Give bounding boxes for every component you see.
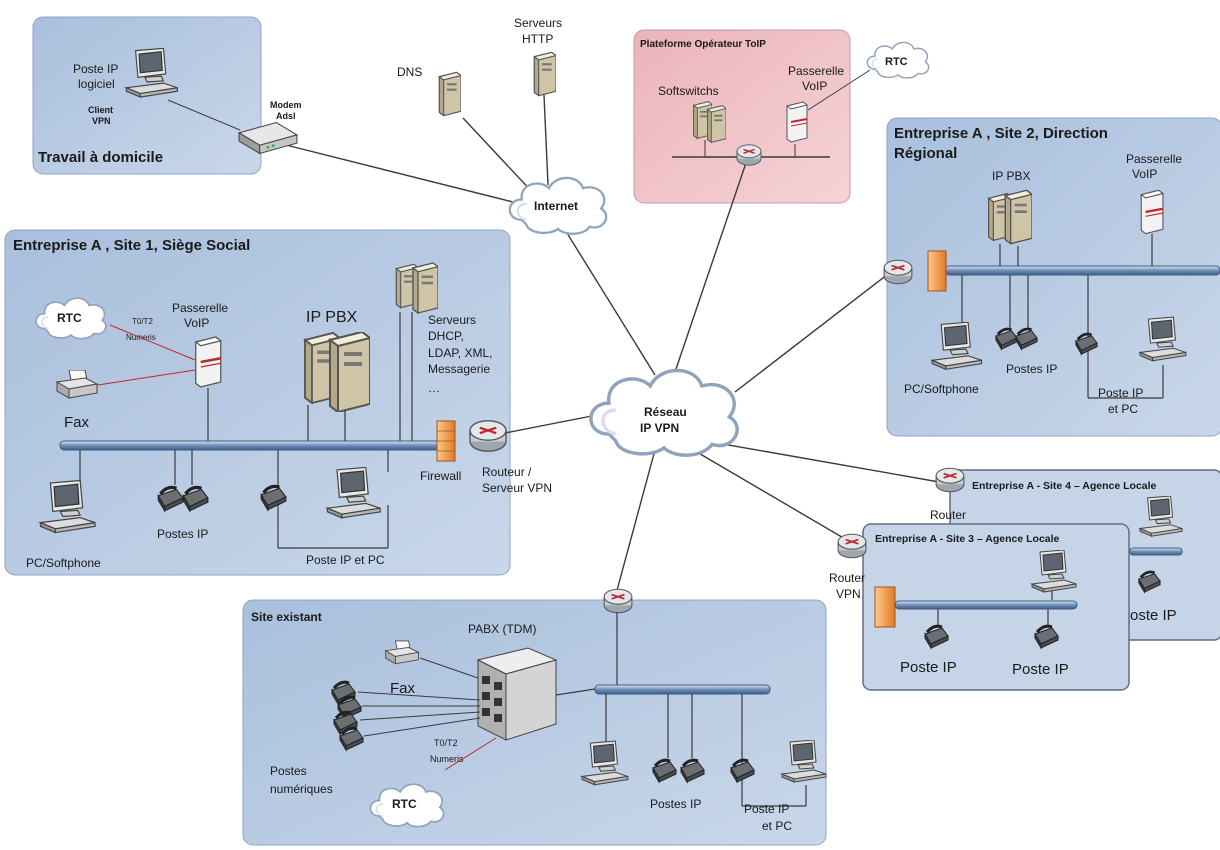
svg-text:Messagerie: Messagerie <box>428 362 490 376</box>
home-link <box>167 99 241 131</box>
site2-ippbx-icon-2 <box>1004 189 1032 245</box>
site3-title: Entreprise A - Site 3 – Agence Locale <box>875 533 1060 545</box>
site2-phones-label: Postes IP <box>1006 362 1057 376</box>
site1-t0-label-1: T0/T2 <box>132 317 153 326</box>
site2-pc-label: PC/Softphone <box>904 382 979 396</box>
site4-phone-label: oste IP <box>1130 607 1177 624</box>
home-pc-label-2: logiciel <box>78 77 115 91</box>
site2-gw-label-1: Passerelle <box>1126 152 1182 166</box>
site4-router-icon <box>935 467 965 493</box>
site3-phone-label-1: Poste IP <box>900 659 957 676</box>
digital-phones-label-1: Postes <box>270 764 307 778</box>
http-server-icon <box>533 51 556 97</box>
site2-ippbx-label: IP PBX <box>992 169 1030 183</box>
site1-router-label-2: Serveur VPN <box>482 481 552 495</box>
svg-text:LDAP, XML,: LDAP, XML, <box>428 346 492 360</box>
site1-phone-pc-label: Poste IP et PC <box>306 553 385 567</box>
zone-site1 <box>4 229 511 576</box>
pabx-icon <box>476 647 558 741</box>
site2-gw-label-2: VoIP <box>1132 167 1157 181</box>
site3-firewall-icon <box>874 586 896 628</box>
existing-drops <box>605 694 807 807</box>
operator-gw-label-1: Passerelle <box>788 64 844 78</box>
site2-title-2: Régional <box>894 145 957 162</box>
site4-title: Entreprise A - Site 4 – Agence Locale <box>972 480 1157 492</box>
site1-lan-bus <box>59 440 441 451</box>
existing-phones-label: Postes IP <box>650 797 701 811</box>
site2-gateway-icon <box>1140 190 1164 234</box>
operator-router-icon <box>736 144 762 166</box>
site1-firewall-label: Firewall <box>420 469 461 483</box>
site3-router-icon <box>837 533 867 559</box>
site3-phone-label-2: Poste IP <box>1012 661 1069 678</box>
site1-rtc-link <box>109 324 196 361</box>
site2-drops <box>961 234 1164 399</box>
softswitch-icon-2 <box>707 105 726 143</box>
site3-drops <box>937 590 1053 625</box>
site1-title: Entreprise A , Site 1, Siège Social <box>13 237 250 254</box>
vpn-label-1: Réseau <box>644 405 687 419</box>
site3-router-label-2: VPN <box>836 587 861 601</box>
site1-gateway-icon <box>194 336 222 388</box>
site1-servers-label: Serveurs DHCP, LDAP, XML, Messagerie … <box>428 313 492 395</box>
http-label-1: Serveurs <box>514 16 562 30</box>
digital-phones-label-2: numériques <box>270 782 333 796</box>
site1-gw-label-2: VoIP <box>184 316 209 330</box>
site1-gw-label-1: Passerelle <box>172 301 228 315</box>
svg-text:DHCP,: DHCP, <box>428 329 464 343</box>
existing-lan-bus <box>594 684 771 695</box>
dns-server-icon <box>438 71 461 117</box>
wan-links <box>277 94 946 595</box>
home-zone-title: Travail à domicile <box>38 149 163 166</box>
site2-phone-pc-label-1: Poste IP <box>1098 386 1143 400</box>
zone-operator <box>633 29 851 204</box>
modem-label-2: Adsl <box>276 111 296 121</box>
internet-label: Internet <box>534 199 578 213</box>
client-vpn-label-1: Client <box>88 105 113 115</box>
existing-router-icon <box>603 588 633 614</box>
site2-phone-pc-label-2: et PC <box>1108 402 1138 416</box>
existing-phone-pc-label-2: et PC <box>762 819 792 833</box>
site1-server-icon-2 <box>412 262 438 314</box>
site1-drops <box>79 312 413 549</box>
site1-router-label-1: Routeur / <box>482 465 532 479</box>
existing-phone-pc-label-1: Poste IP <box>744 802 789 816</box>
site1-pc-label: PC/Softphone <box>26 556 101 570</box>
site3-lan-bus <box>894 600 1078 610</box>
pabx-label: PABX (TDM) <box>468 622 536 636</box>
existing-title: Site existant <box>251 610 322 624</box>
modem-label-1: Modem <box>270 100 302 110</box>
operator-gateway-icon <box>785 100 808 144</box>
http-label-2: HTTP <box>522 32 553 46</box>
existing-rtc-label: RTC <box>392 797 417 811</box>
site3-router-label-1: Router <box>829 571 865 585</box>
existing-fax-label: Fax <box>390 680 416 697</box>
operator-rtc-label: RTC <box>885 56 908 68</box>
site2-firewall-icon <box>927 250 947 292</box>
svg-text:Serveurs: Serveurs <box>428 313 476 327</box>
site1-router-icon <box>468 419 508 453</box>
site2-lan-bus <box>944 265 1220 276</box>
vpn-label-2: IP VPN <box>640 421 679 435</box>
existing-t0-label-2: Numeris <box>430 754 464 764</box>
existing-t0-label-1: T0/T2 <box>434 738 458 748</box>
site1-fax-label: Fax <box>64 414 90 431</box>
site1-ippbx-icon-2 <box>329 332 370 412</box>
home-pc-label-1: Poste IP <box>73 62 118 76</box>
client-vpn-label-2: VPN <box>92 116 111 126</box>
site1-phones-label: Postes IP <box>157 527 208 541</box>
operator-title: Plateforme Opérateur ToIP <box>640 39 766 50</box>
operator-gw-label-2: VoIP <box>802 79 827 93</box>
softswitch-label: Softswitchs <box>658 84 719 98</box>
site2-title-1: Entreprise A , Site 2, Direction <box>894 125 1108 142</box>
svg-text:…: … <box>428 381 440 395</box>
site4-router-label: Router <box>930 508 966 522</box>
site1-rtc-label: RTC <box>57 311 82 325</box>
dns-label: DNS <box>397 65 422 79</box>
site1-ippbx-label: IP PBX <box>306 309 358 326</box>
site4-lan-bus <box>1129 547 1183 556</box>
site2-router-icon <box>883 259 913 285</box>
